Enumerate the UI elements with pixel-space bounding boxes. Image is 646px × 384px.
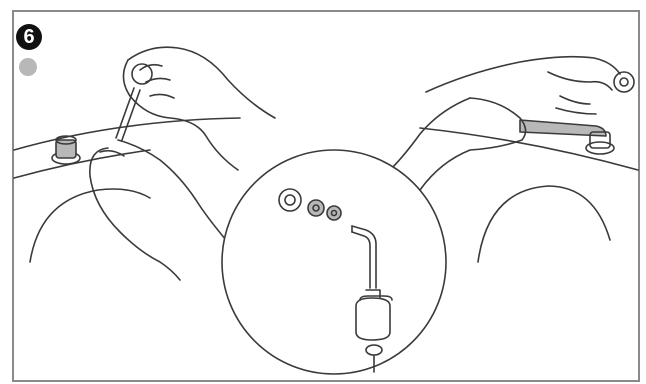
detail-magnifier-icon [222, 150, 446, 374]
hand-with-wrench-icon [390, 57, 634, 190]
mounted-nut-icon [52, 136, 80, 164]
step-number-badge: 6 [16, 24, 42, 50]
left-base-surface [14, 118, 240, 262]
marker-dot [19, 58, 37, 76]
